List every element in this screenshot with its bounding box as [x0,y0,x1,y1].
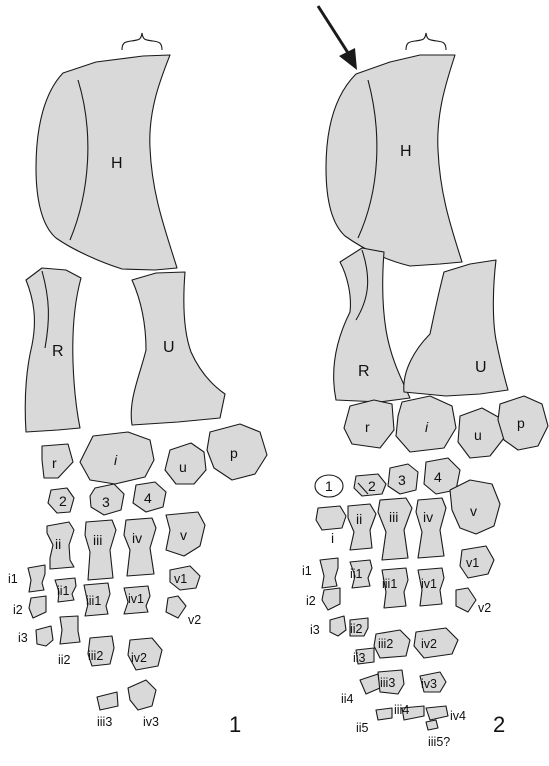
label-carpal-2-2: 2 [368,478,376,494]
phalanx-i2-2 [322,588,340,610]
phalanx-i1-1 [28,565,45,592]
label-metacarpal-iv-2: iv [423,509,433,525]
label-v1-2: v1 [466,556,479,570]
phalanx-iv3-1 [128,680,156,710]
phalanx-i2-1 [29,596,46,618]
label-i1-1: i1 [8,572,18,586]
label-humerus-1: H [111,155,123,172]
phalanx-iii3-1 [97,692,118,710]
phalanx-ii5-2 [376,708,392,720]
metacarpal-iii-2 [378,498,412,560]
label-ulna-1: U [163,339,175,356]
phalanx-i1-2 [320,558,338,588]
phalanx-i3-1 [36,626,53,646]
label-carpal-4-1: 4 [144,490,152,506]
label-v1-1: v1 [174,572,187,586]
label-iv3-2: iv3 [421,677,437,691]
label-iii4-2: iii4 [394,703,409,717]
label-iv4-2: iv4 [450,709,466,723]
label-iii1-2: iii1 [382,577,397,591]
ulna-1 [131,272,225,425]
label-ii1-2: ii1 [350,567,363,581]
metacarpal-i-2 [316,506,346,530]
label-metacarpal-v-1: v [180,527,187,543]
label-radius-1: R [52,343,64,360]
label-i3-1: i3 [18,631,28,645]
label-metacarpal-iv-1: iv [132,530,142,546]
label-ii2-2: ii2 [350,622,363,636]
label-metacarpal-ii-1: ii [55,536,61,552]
label-i3-2: i3 [310,623,320,637]
phalanx-v2-2 [456,588,476,612]
brace-1 [122,33,162,50]
label-iii2-1: iii2 [88,649,103,663]
label-iii5-2: iii5? [428,735,450,749]
label-radiale-1: r [52,455,57,471]
panel-2: H R U r i u p 1 2 3 4 i ii iii iv v i1 i… [302,6,548,749]
metacarpal-iv-1 [124,518,156,576]
label-ii2-1: ii2 [58,653,71,667]
label-carpal-2-1: 2 [59,493,67,509]
humerus-2 [326,55,462,266]
label-ulna-2: U [475,359,487,376]
label-i2-2: i2 [306,594,316,608]
radius-2 [334,248,410,402]
brace-2 [406,33,446,50]
label-v2-1: v2 [188,613,201,627]
label-radius-2: R [358,363,370,380]
label-iii3-1: iii3 [97,715,112,729]
label-carpal-1-2: 1 [325,478,333,494]
label-metacarpal-iii-1: iii [93,532,102,548]
phalanx-i3-2 [330,616,346,636]
panel-1: H R U r i u p 2 3 4 ii iii iv v i1 i2 i3… [8,33,267,737]
label-ulnare-2: u [474,427,482,443]
label-metacarpal-v-2: v [470,503,477,519]
label-iv1-2: iv1 [421,577,437,591]
label-humerus-2: H [400,143,412,160]
label-metacarpal-i-2: i [331,530,334,546]
phalanx-ii2-1 [60,616,80,644]
label-pisiform-1: p [230,445,238,461]
radiale-1 [42,444,73,478]
label-radiale-2: r [365,419,370,435]
label-ii4-2: ii4 [341,692,354,706]
label-metacarpal-ii-2: ii [356,511,362,527]
label-iii3-2: iii3 [380,676,395,690]
arrow-shaft [318,6,350,56]
metacarpal-iii-1 [85,520,116,580]
phalanx-v2-1 [166,596,186,618]
label-iv1-1: iv1 [128,592,144,606]
label-v2-2: v2 [478,601,491,615]
label-iii2-2: iii2 [378,637,393,651]
label-ulnare-1: u [179,459,187,475]
humerus-1 [36,55,177,270]
label-ii1-1: ii1 [57,584,70,598]
label-iv2-2: iv2 [421,637,437,651]
panel-number-1: 1 [229,712,241,737]
phalanx-iv4-2 [426,706,448,720]
panel-number-2: 2 [493,712,505,737]
phalanx-iii5-2 [426,720,438,730]
label-i2-1: i2 [13,603,23,617]
phalanx-ii4-2 [360,674,380,694]
ulna-2 [404,260,508,396]
label-carpal-3-2: 3 [398,472,406,488]
label-ii3-2: ii3 [353,651,366,665]
metacarpal-iv-2 [416,498,446,558]
label-iv3-1: iv3 [143,715,159,729]
label-carpal-3-1: 3 [102,494,110,510]
label-carpal-4-2: 4 [434,469,442,485]
label-i1-2: i1 [302,564,312,578]
label-iii1-1: iii1 [86,594,101,608]
label-iv2-1: iv2 [131,651,147,665]
label-metacarpal-iii-2: iii [389,509,398,525]
label-pisiform-2: p [517,415,525,431]
label-ii5-2: ii5 [356,721,369,735]
